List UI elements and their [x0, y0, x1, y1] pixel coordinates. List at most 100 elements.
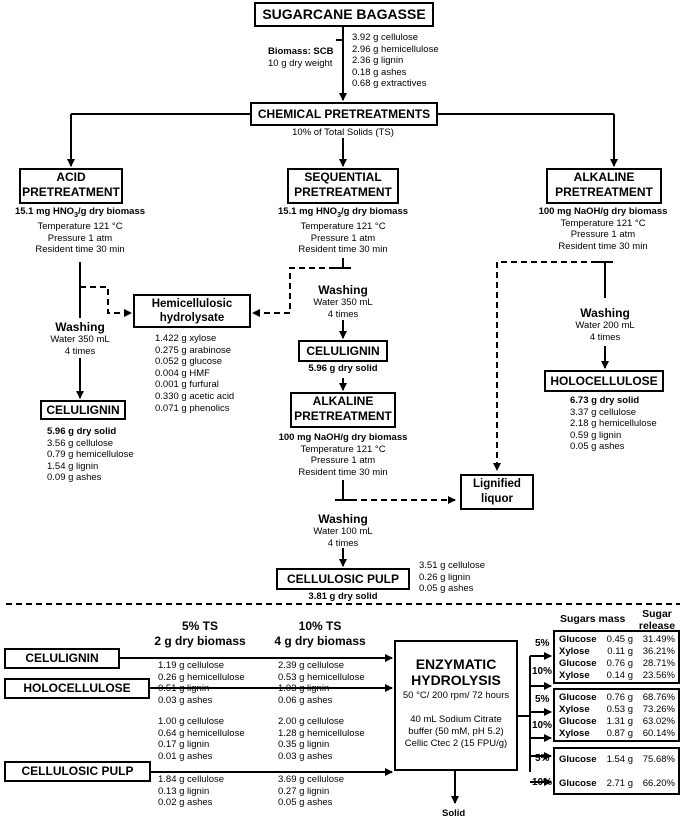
pct-5-pulp: 5%: [535, 753, 550, 764]
chemical-pretreatments-box: CHEMICAL PRETREATMENTS: [250, 102, 438, 126]
sequential-alk-dose: 100 mg NaOH/g dry biomass: [278, 432, 408, 443]
comp-item: 0.01 g ashes: [158, 750, 213, 762]
acid-washing-times: 4 times: [64, 345, 96, 357]
pct-10-celulignin: 10%: [532, 666, 553, 677]
sugars-mass-header: Sugars mass: [560, 613, 626, 625]
acid-celulignin-solid: 5.96 g dry solid: [47, 426, 117, 437]
sequential-celulignin-title: CELULIGNIN: [306, 344, 380, 358]
cellulosic-pulp-solid: 3.81 g dry solid: [308, 591, 378, 602]
sequential-alk-temp: Temperature 121 °C: [300, 443, 386, 455]
acid-pretreatment-box: ACID PRETREATMENT: [19, 168, 123, 204]
hemi-comp-item: 0.052 g glucose: [155, 356, 223, 368]
acid-comp-item: 3.56 g cellulose: [47, 437, 114, 449]
bagasse-comp-item: 0.18 g ashes: [352, 66, 407, 78]
alkaline-conditions: 100 mg NaOH/g dry biomass Temperature 12…: [523, 206, 683, 252]
sequential-alk-pressure: Pressure 1 atm: [310, 455, 376, 466]
comp-item: 1.03 g lignin: [278, 683, 330, 695]
sequential-temp: Temperature 121 °C: [300, 221, 386, 233]
alkaline-washing-title: Washing: [580, 306, 630, 320]
sugar-release-header: Sugar release: [632, 608, 682, 632]
pct-5-celulignin: 5%: [535, 638, 550, 649]
comp-item: 0.06 g ashes: [278, 694, 333, 706]
acid-comp-item: 1.54 g lignin: [47, 460, 99, 472]
alkaline-washing-water: Water 200 mL: [575, 320, 635, 331]
hemicellulosic-hydrolysate-box: Hemicellulosic hydrolysate: [133, 294, 251, 328]
sequential-washing: Washing Water 350 mL 4 times: [283, 283, 403, 320]
cellulosic-pulp-title: CELLULOSIC PULP: [286, 572, 399, 586]
sequential-washing-title: Washing: [318, 283, 368, 297]
sugar-release-header-1: Sugar: [642, 608, 672, 620]
hemi-comp-item: 0.330 g acetic acid: [155, 390, 235, 402]
biomass-weight: 10 g dry weight: [268, 58, 333, 69]
acid-washing-title: Washing: [55, 320, 105, 334]
acid-temp: Temperature 121 °C: [37, 221, 123, 233]
comp-item: 0.13 g lignin: [158, 785, 210, 797]
enzymatic-hydrolysis-box: ENZYMATIC HYDROLYSIS 50 °C/ 200 rpm/ 72 …: [394, 640, 518, 771]
holocellulose-solid: 6.73 g dry solid: [570, 395, 640, 406]
comp-item: 1.84 g cellulose: [158, 774, 225, 785]
bagasse-comp-item: 0.68 g extractives: [352, 78, 427, 90]
holo-comp-item: 2.18 g hemicellulose: [570, 418, 657, 430]
holo-comp-item: 3.37 g cellulose: [570, 406, 637, 418]
sugar-release-header-2: release: [638, 620, 676, 632]
comp-item: 0.27 g lignin: [278, 785, 330, 797]
sugarcane-bagasse-title: SUGARCANE BAGASSE: [262, 6, 426, 22]
enz-holocellulose-box: HOLOCELLULOSE: [4, 678, 150, 699]
enzymatic-title-2: HYDROLYSIS: [411, 672, 501, 688]
sequential-washing2-water: Water 100 mL: [313, 526, 373, 537]
alkaline-time: Resident time 30 min: [558, 240, 648, 252]
alkaline-dose: 100 mg NaOH/g dry biomass: [538, 206, 668, 217]
alkaline-washing: Washing Water 200 mL 4 times: [545, 306, 665, 343]
sequential-dose: 15.1 mg HNO3/g dry biomass: [277, 206, 409, 219]
col-10ts-header: 10% TS 4 g dry biomass: [265, 619, 375, 649]
holocellulose-box: HOLOCELLULOSE: [544, 370, 664, 392]
comp-item: 0.26 g hemicellulose: [158, 671, 245, 683]
biomass-label: Biomass: SCB: [268, 46, 334, 57]
bagasse-comp-item: 2.36 g lignin: [352, 55, 404, 67]
acid-time: Resident time 30 min: [35, 244, 125, 256]
sequential-celulignin-solid: 5.96 g dry solid: [308, 363, 378, 374]
pct-5-holocellulose: 5%: [535, 694, 550, 705]
sequential-conditions: 15.1 mg HNO3/g dry biomass Temperature 1…: [263, 206, 423, 256]
sequential-time: Resident time 30 min: [298, 244, 388, 256]
col-10ts-line1: 10% TS: [298, 619, 342, 633]
col-5ts-header: 5% TS 2 g dry biomass: [150, 619, 250, 649]
alkaline-title-1: ALKALINE: [573, 170, 635, 184]
acid-title-1: ACID: [56, 170, 86, 184]
comp-item: 0.05 g ashes: [278, 797, 333, 809]
enzymatic-buffer-3: Cellic Ctec 2 (15 FPU/g): [404, 738, 508, 749]
sequential-alk-title-1: ALKALINE: [312, 394, 374, 408]
comp-item: 0.17 g lignin: [158, 739, 210, 751]
bagasse-composition: 3.92 g cellulose 2.96 g hemicellulose 2.…: [352, 32, 439, 90]
pulp-comp-item: 3.51 g cellulose: [419, 560, 486, 571]
enz-holocellulose-label: HOLOCELLULOSE: [23, 681, 131, 695]
enzymatic-buffer-1: 40 mL Sodium Citrate: [410, 714, 502, 725]
comp-item: 0.35 g lignin: [278, 739, 330, 751]
enz-celulignin-label: CELULIGNIN: [25, 651, 99, 665]
sugarcane-bagasse-box: SUGARCANE BAGASSE: [254, 2, 434, 27]
bagasse-comp-item: 2.96 g hemicellulose: [352, 43, 439, 55]
pct-10-holocellulose: 10%: [532, 720, 553, 731]
sequential-alkaline-conditions: 100 mg NaOH/g dry biomass Temperature 12…: [263, 432, 423, 478]
hemi-title-2: hydrolysate: [159, 312, 225, 324]
comp-item: 0.03 g ashes: [278, 750, 333, 762]
enz-pulp-5ts: 1.84 g cellulose 0.13 g lignin 0.02 g as…: [158, 774, 224, 809]
lignified-title-1: Lignified: [473, 478, 521, 490]
sequential-pretreatment-box: SEQUENTIAL PRETREATMENT: [287, 168, 399, 204]
comp-item: 2.39 g cellulose: [278, 660, 345, 671]
sequential-washing2-times: 4 times: [327, 537, 359, 549]
comp-item: 1.28 g hemicellulose: [278, 727, 365, 739]
hemi-title-1: Hemicellulosic: [151, 298, 233, 310]
sequential-pressure: Pressure 1 atm: [310, 232, 376, 244]
hemi-composition: 1.422 g xylose 0.275 g arabinose 0.052 g…: [155, 333, 234, 414]
bagasse-comp-item: 3.92 g cellulose: [352, 32, 419, 43]
comp-item: 1.19 g cellulose: [158, 660, 225, 671]
sequential-celulignin-box: CELULIGNIN: [298, 340, 388, 362]
enz-holocellulose-5ts: 1.00 g cellulose 0.64 g hemicellulose 0.…: [158, 716, 245, 762]
col-5ts-line1: 5% TS: [181, 619, 218, 633]
enz-celulignin-box: CELULIGNIN: [4, 648, 120, 669]
